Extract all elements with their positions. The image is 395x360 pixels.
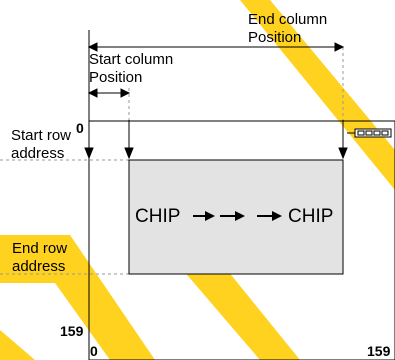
chip-left-text: CHIP bbox=[135, 206, 181, 227]
down-arrows bbox=[84, 120, 348, 160]
col-zero-label: 0 bbox=[90, 343, 98, 359]
start-column-arrow bbox=[87, 88, 131, 98]
end-row-label: End row bbox=[12, 240, 68, 257]
stripe bbox=[170, 255, 300, 360]
start-row-address-label: address bbox=[11, 145, 65, 162]
stripe bbox=[0, 330, 35, 360]
end-column-arrow bbox=[87, 42, 345, 52]
start-column-label: Start column bbox=[89, 51, 174, 68]
chip-right-text: CHIP bbox=[288, 206, 334, 227]
start-row-label: Start row bbox=[11, 127, 72, 144]
end-column-label: End column bbox=[248, 11, 328, 28]
col-max-label: 159 bbox=[367, 343, 391, 359]
left-axis-arrowhead bbox=[84, 147, 94, 160]
chip-arrows bbox=[193, 211, 282, 221]
end-column-position-label: Position bbox=[248, 29, 302, 46]
row-max-label: 159 bbox=[60, 323, 84, 339]
row-zero-label: 0 bbox=[76, 120, 84, 136]
connector-icon bbox=[347, 128, 392, 138]
stripe bbox=[0, 235, 155, 360]
end-col-arrowhead bbox=[338, 147, 348, 160]
start-column-position-label: Position bbox=[89, 69, 143, 86]
end-row-address-label: address bbox=[12, 258, 66, 275]
start-col-arrowhead bbox=[124, 147, 134, 160]
